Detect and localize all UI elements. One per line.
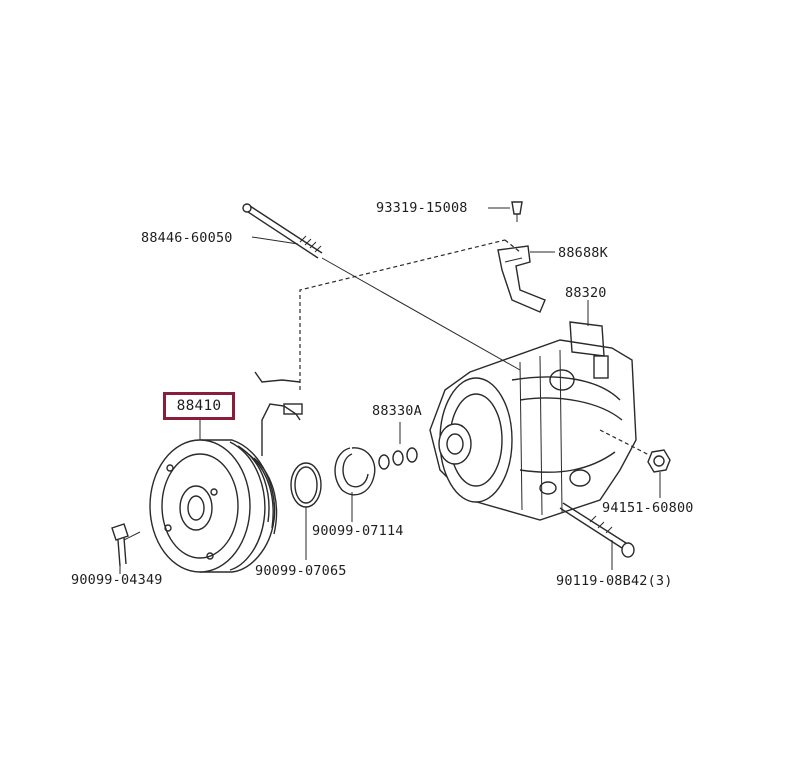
bracket-88688-drawing (497, 245, 555, 313)
highlighted-part-88410[interactable]: 88410 (163, 392, 235, 420)
ring-90099-07065-drawing (290, 462, 322, 560)
shims-88330-drawing (378, 422, 418, 470)
long-bolt-drawing (242, 203, 323, 259)
pulley-88410-drawing (149, 420, 278, 573)
part-label-94151-60800[interactable]: 94151-60800 (602, 500, 694, 516)
part-number-90119: 90119-08B42 (556, 573, 648, 589)
part-label-90099-04349[interactable]: 90099-04349 (71, 572, 163, 588)
bolt-90099-04349-drawing (111, 523, 141, 574)
screw-93319-drawing (488, 201, 523, 222)
part-label-88688k[interactable]: 88688K (558, 245, 608, 261)
part-label-88320[interactable]: 88320 (565, 285, 607, 301)
part-label-88446-60050[interactable]: 88446-60050 (141, 230, 233, 246)
compressor-88320-drawing (429, 300, 637, 521)
nut-94151-drawing (647, 449, 671, 498)
part-label-90099-07114[interactable]: 90099-07114 (312, 523, 404, 539)
dashed-guide-lines (299, 239, 656, 459)
part-label-90119-08b42[interactable]: 90119-08B42(3) (556, 573, 673, 589)
part-label-88410: 88410 (176, 398, 222, 414)
part-label-90099-07065[interactable]: 90099-07065 (255, 563, 347, 579)
leader-88446 (251, 236, 299, 245)
part-label-93319-15008[interactable]: 93319-15008 (376, 200, 468, 216)
part-quantity-90119: (3) (647, 573, 673, 589)
axis-line (321, 257, 521, 371)
clutch-wire-drawing (254, 371, 303, 456)
snap-ring-90099-07114-drawing (334, 447, 376, 522)
part-label-88330a[interactable]: 88330A (372, 403, 422, 419)
bolt-90119-drawing (559, 502, 635, 570)
